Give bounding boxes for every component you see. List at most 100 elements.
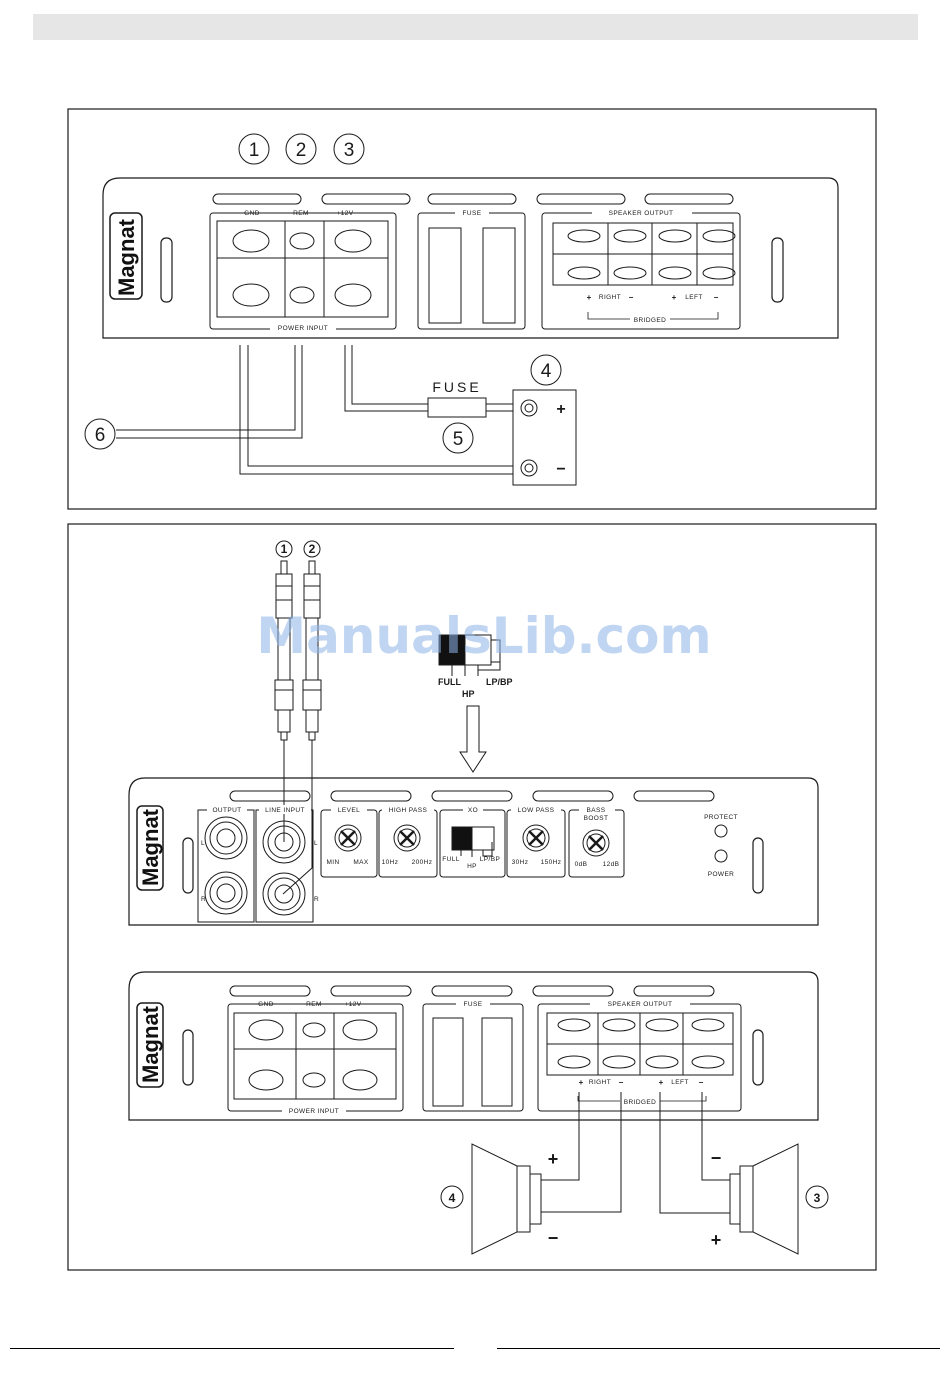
- xo-switch-detail: [438, 634, 501, 676]
- speaker-3-minus: −: [711, 1148, 722, 1168]
- vent-slot: [212, 193, 302, 205]
- vent-slot: [431, 790, 513, 802]
- speaker-4-plus: +: [548, 1149, 559, 1169]
- speaker-4-minus: −: [548, 1228, 559, 1248]
- power-input-label: POWER INPUT: [278, 325, 328, 332]
- callout-speaker-4: 4: [440, 1185, 464, 1209]
- speaker-output-label: SPEAKER OUTPUT: [609, 210, 674, 217]
- line-input-l-label: L: [314, 840, 318, 847]
- callout-2: 2: [285, 133, 317, 165]
- svg-text:3: 3: [814, 1191, 821, 1205]
- line-input-jack-l: [262, 820, 306, 864]
- footer-rule-left: [10, 1348, 454, 1349]
- bass-boost-min: 0dB: [575, 861, 588, 868]
- gnd-label: GND: [258, 1001, 274, 1008]
- svg-text:4: 4: [541, 361, 552, 382]
- footer-rule-right: [497, 1348, 940, 1349]
- svg-text:Magnat: Magnat: [138, 1005, 163, 1083]
- callout-6: 6: [84, 418, 116, 450]
- left-label: LEFT: [685, 294, 703, 301]
- fuse-block-label: FUSE: [464, 1001, 483, 1008]
- vent-slot: [532, 985, 614, 997]
- header-bar: [33, 14, 918, 40]
- level-min: MIN: [326, 859, 339, 866]
- power-label: POWER: [708, 871, 735, 878]
- high-pass-title: HIGH PASS: [389, 807, 428, 814]
- xo-lpbp: LP/BP: [480, 856, 500, 863]
- speaker-4: [471, 1143, 542, 1255]
- power-terminal-block: [216, 220, 389, 318]
- magnat-logo: Magnat: [136, 805, 164, 891]
- svg-text:2: 2: [296, 140, 307, 161]
- level-title: LEVEL: [338, 807, 360, 814]
- low-pass-module: [506, 809, 566, 878]
- output-label: OUTPUT: [212, 807, 241, 814]
- amplifier-body-2: [128, 777, 819, 926]
- xo-lpbp-label: LP/BP: [486, 677, 513, 687]
- fuse-holder: [482, 227, 516, 324]
- battery-positive-post: [520, 399, 538, 417]
- rca-cable-2: [282, 560, 322, 895]
- vent-slot: [229, 790, 311, 802]
- callout-rca-2: 2: [303, 540, 321, 558]
- low-pass-knob[interactable]: [522, 824, 550, 852]
- high-pass-knob[interactable]: [393, 824, 421, 852]
- rem-label: REM: [306, 1001, 322, 1008]
- bass-boost-title-1: BASS: [587, 807, 606, 814]
- output-l-label: L: [201, 840, 205, 847]
- vent-slot: [633, 985, 715, 997]
- inline-fuse-label: FUSE: [432, 379, 481, 395]
- low-pass-title: LOW PASS: [518, 807, 555, 814]
- fuse-block-frame: [422, 1003, 524, 1112]
- level-knob[interactable]: [334, 824, 362, 852]
- output-rca-jack-l: [204, 816, 248, 860]
- right-plus: +: [587, 293, 592, 302]
- line-input-jack-r: [262, 872, 306, 916]
- vent-slot: [532, 790, 614, 802]
- ground-wire: [239, 345, 513, 475]
- watermark: ManualsLib.com: [256, 607, 711, 665]
- speaker-3-plus: +: [711, 1230, 722, 1250]
- battery-negative-post: [520, 459, 538, 477]
- protect-led: [714, 824, 728, 838]
- svg-text:6: 6: [95, 425, 106, 446]
- left-minus: −: [714, 293, 719, 302]
- xo-selector-switch[interactable]: [451, 826, 495, 857]
- svg-text:2: 2: [309, 542, 316, 556]
- magnat-logo: Magnat: [136, 1002, 164, 1088]
- gnd-label: GND: [244, 210, 260, 217]
- callout-speaker-3: 3: [805, 1185, 829, 1209]
- svg-text:3: 3: [344, 140, 355, 161]
- speaker-output-label: SPEAKER OUTPUT: [608, 1001, 673, 1008]
- xo-hp: HP: [467, 863, 477, 870]
- svg-text:5: 5: [453, 429, 464, 450]
- down-arrow: [459, 705, 487, 773]
- xo-hp-label: HP: [462, 689, 475, 699]
- vent-slot: [321, 193, 411, 205]
- callout-3: 3: [333, 133, 365, 165]
- battery: [512, 389, 577, 486]
- amplifier-body-1: [102, 177, 839, 339]
- svg-text:4: 4: [449, 1191, 456, 1205]
- bridged-label: BRIDGED: [634, 317, 666, 324]
- inline-fuse-holder: [427, 397, 487, 418]
- bass-boost-knob[interactable]: [582, 829, 610, 857]
- level-max: MAX: [353, 859, 369, 866]
- right-plus: +: [579, 1078, 584, 1087]
- mount-slot-right: [752, 1029, 764, 1086]
- magnat-logo: Magnat: [109, 212, 143, 300]
- vent-slot: [229, 985, 311, 997]
- output-r-label: R: [201, 896, 206, 903]
- callout-1: 1: [238, 133, 270, 165]
- amplifier-body-3: [128, 971, 819, 1121]
- speaker-terminal-block: [546, 1012, 734, 1076]
- right-minus: −: [619, 1078, 624, 1087]
- vent-slot: [536, 193, 626, 205]
- left-minus: −: [699, 1078, 704, 1087]
- plus12v-label: +12V: [337, 210, 354, 217]
- vent-slot: [633, 790, 715, 802]
- speaker-output-frame: [541, 212, 741, 330]
- speaker-wire-left: [659, 1092, 730, 1214]
- speaker-terminal-block: [552, 222, 736, 286]
